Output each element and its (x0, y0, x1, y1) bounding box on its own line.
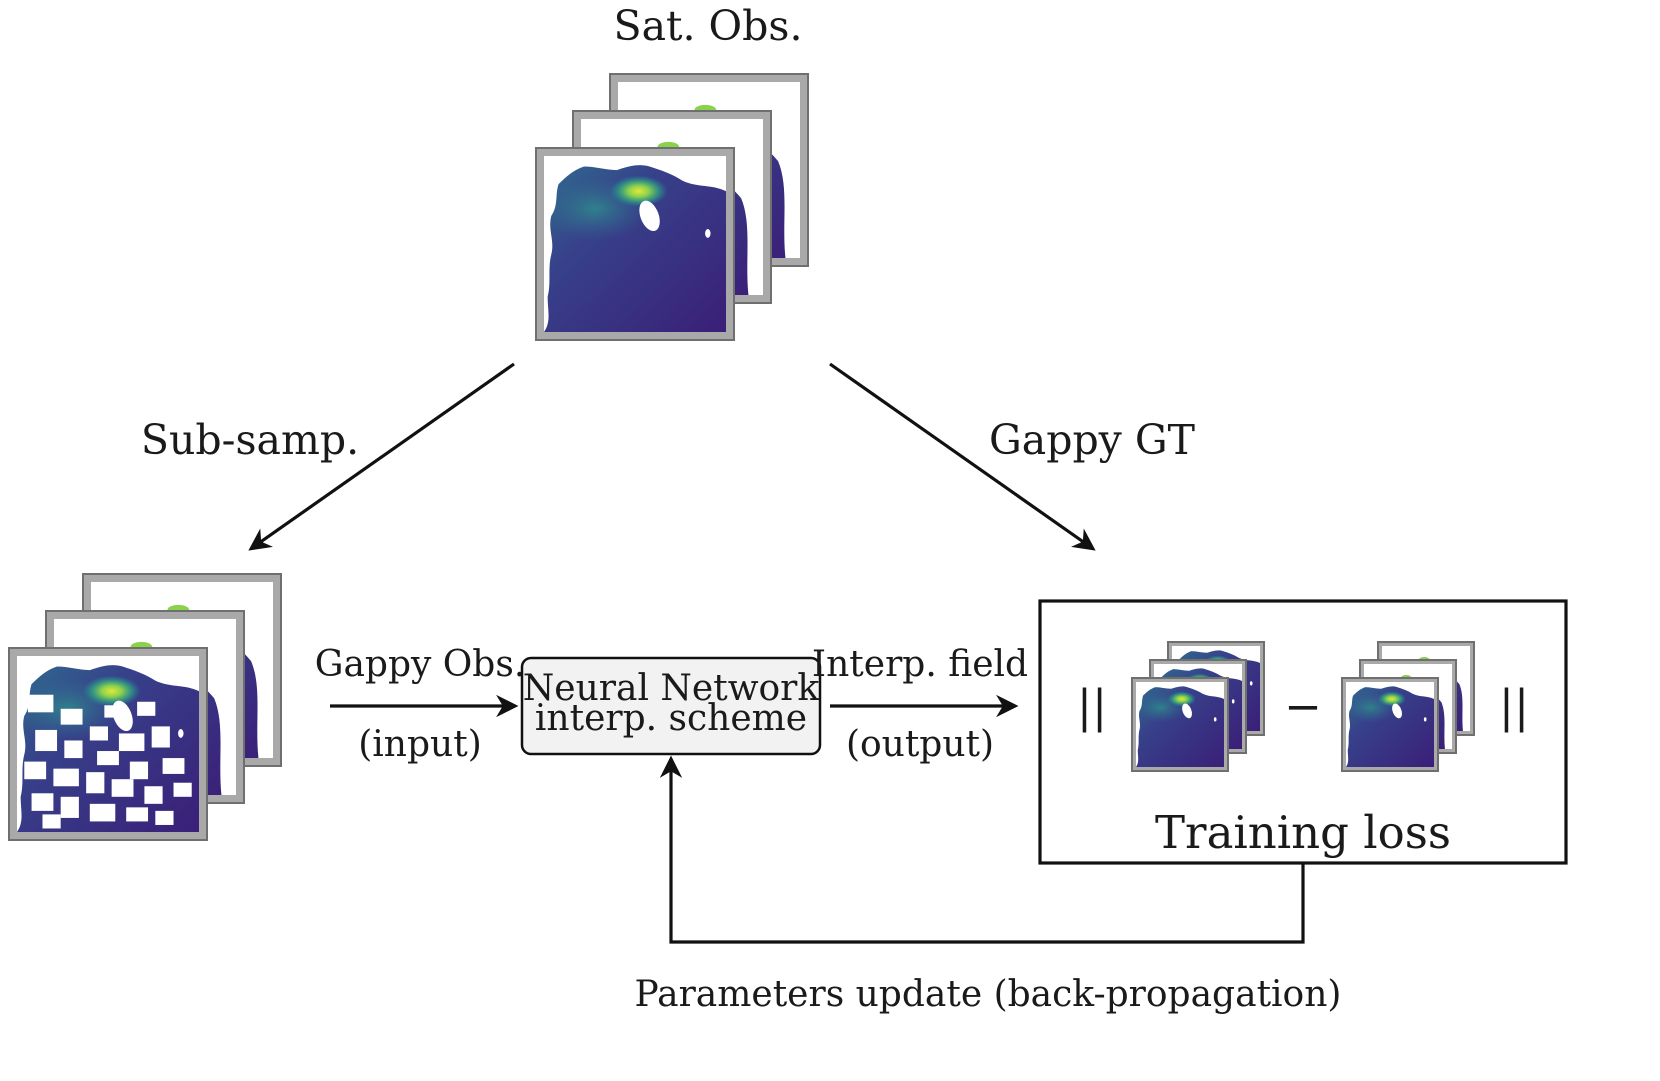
sat-obs-frame-front (535, 147, 735, 341)
sat-obs-title: Sat. Obs. (613, 2, 802, 50)
norm-left: || (1077, 680, 1107, 733)
minus-sign: − (1284, 680, 1322, 733)
norm-right: || (1499, 680, 1529, 733)
gappy-obs-frame-front (8, 647, 208, 841)
interp-field-label: Interp. field (812, 644, 1028, 685)
sat-obs-stack (535, 73, 809, 341)
training-loss-box: || − (1038, 599, 1568, 865)
nn-label-line1: Neural Network (523, 668, 821, 709)
input-label: (input) (358, 724, 482, 765)
interp-field-stack (1131, 641, 1265, 772)
sub-samp-arrow (248, 362, 515, 551)
sub-samp-label: Sub-samp. (141, 416, 359, 464)
gappy-gt-arrow (829, 362, 1096, 551)
output-label: (output) (846, 724, 994, 765)
gappy-obs-stack (8, 573, 282, 841)
backprop-label: Parameters update (back-propagation) (635, 974, 1342, 1015)
gappy-gt-frame-front (1341, 677, 1439, 772)
gappy-obs-label: Gappy Obs. (315, 644, 526, 685)
nn-label-line2: interp. scheme (535, 698, 807, 739)
interp-frame-front (1131, 677, 1229, 772)
backprop-arrow (659, 755, 1305, 944)
gappy-gt-stack (1341, 641, 1475, 772)
gappy-gt-label: Gappy GT (989, 416, 1195, 464)
neural-network-box: Neural Network interp. scheme (520, 656, 822, 756)
training-loss-label: Training loss (1155, 806, 1451, 859)
